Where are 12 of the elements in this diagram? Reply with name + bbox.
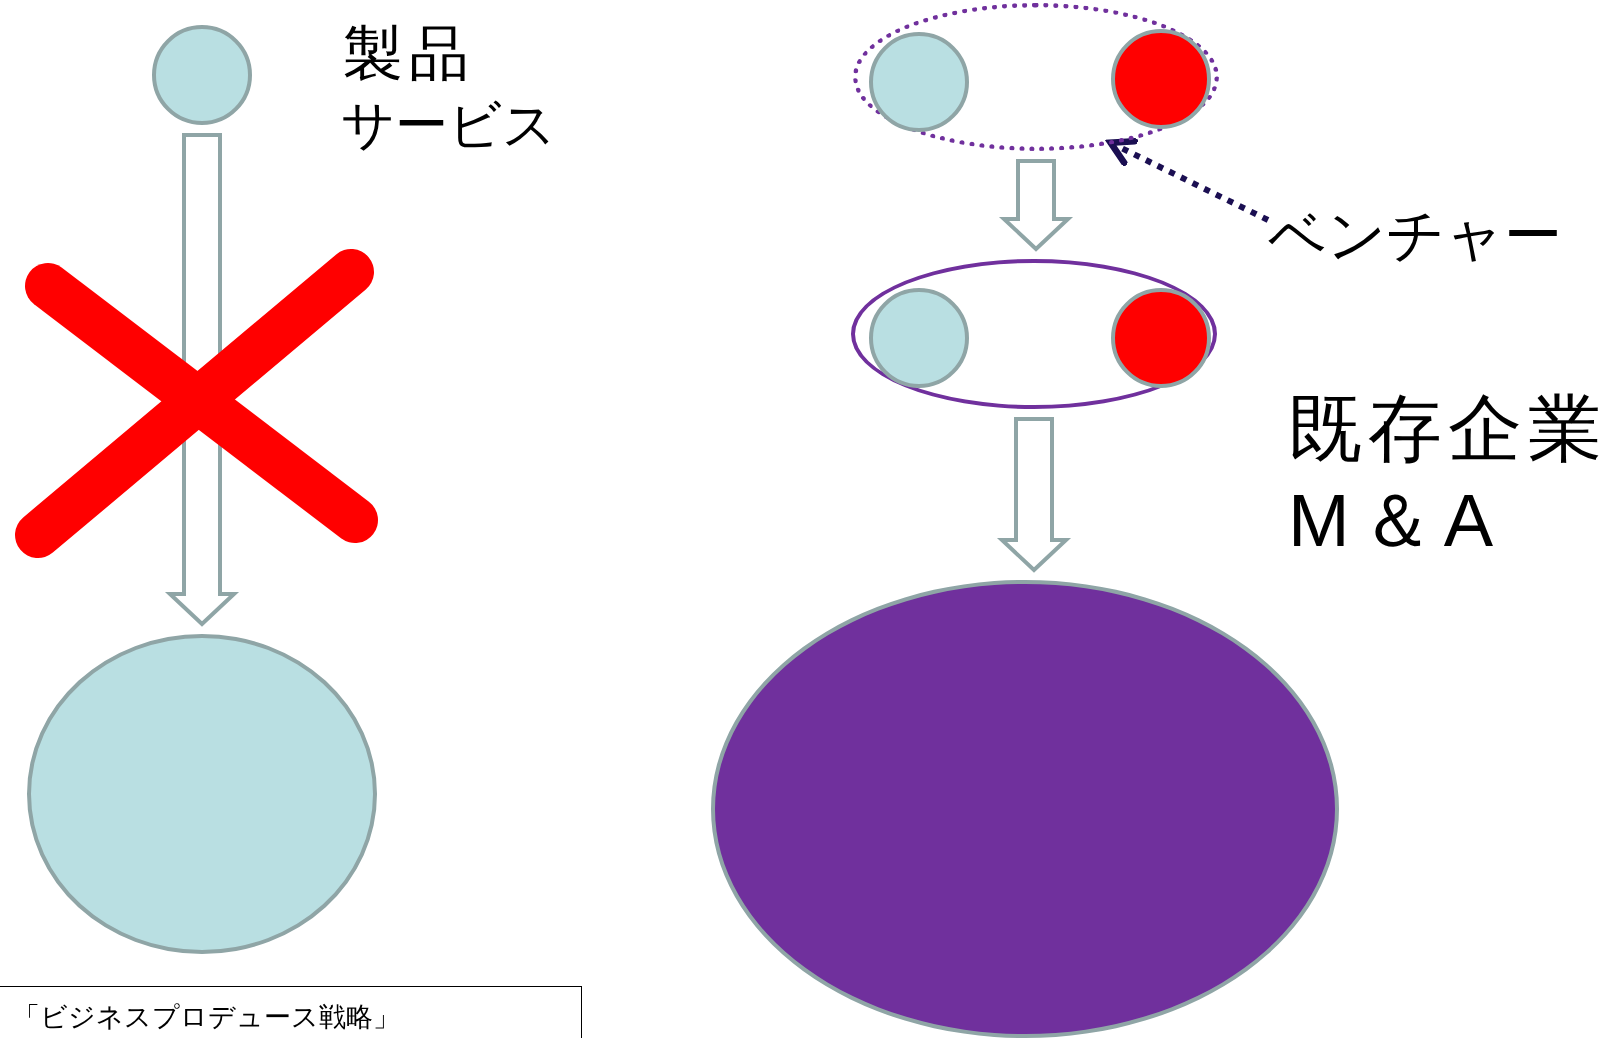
hollow-arrow [164,133,240,627]
side-label: サービス [341,98,556,151]
ellipse-node [851,259,1217,409]
hollow-arrow [998,159,1074,252]
ellipse-node [853,3,1219,151]
side-label: M＆A [1288,484,1503,558]
dotted-arrow [1107,137,1270,223]
hollow-arrow [996,417,1072,573]
callout-text: ベンチャー [1268,200,1562,270]
source-note: 「ビジネスプロデュース戦略」 [0,986,582,1038]
side-label: 製品 [343,24,475,84]
side-label: 既存企業 [1288,392,1608,466]
